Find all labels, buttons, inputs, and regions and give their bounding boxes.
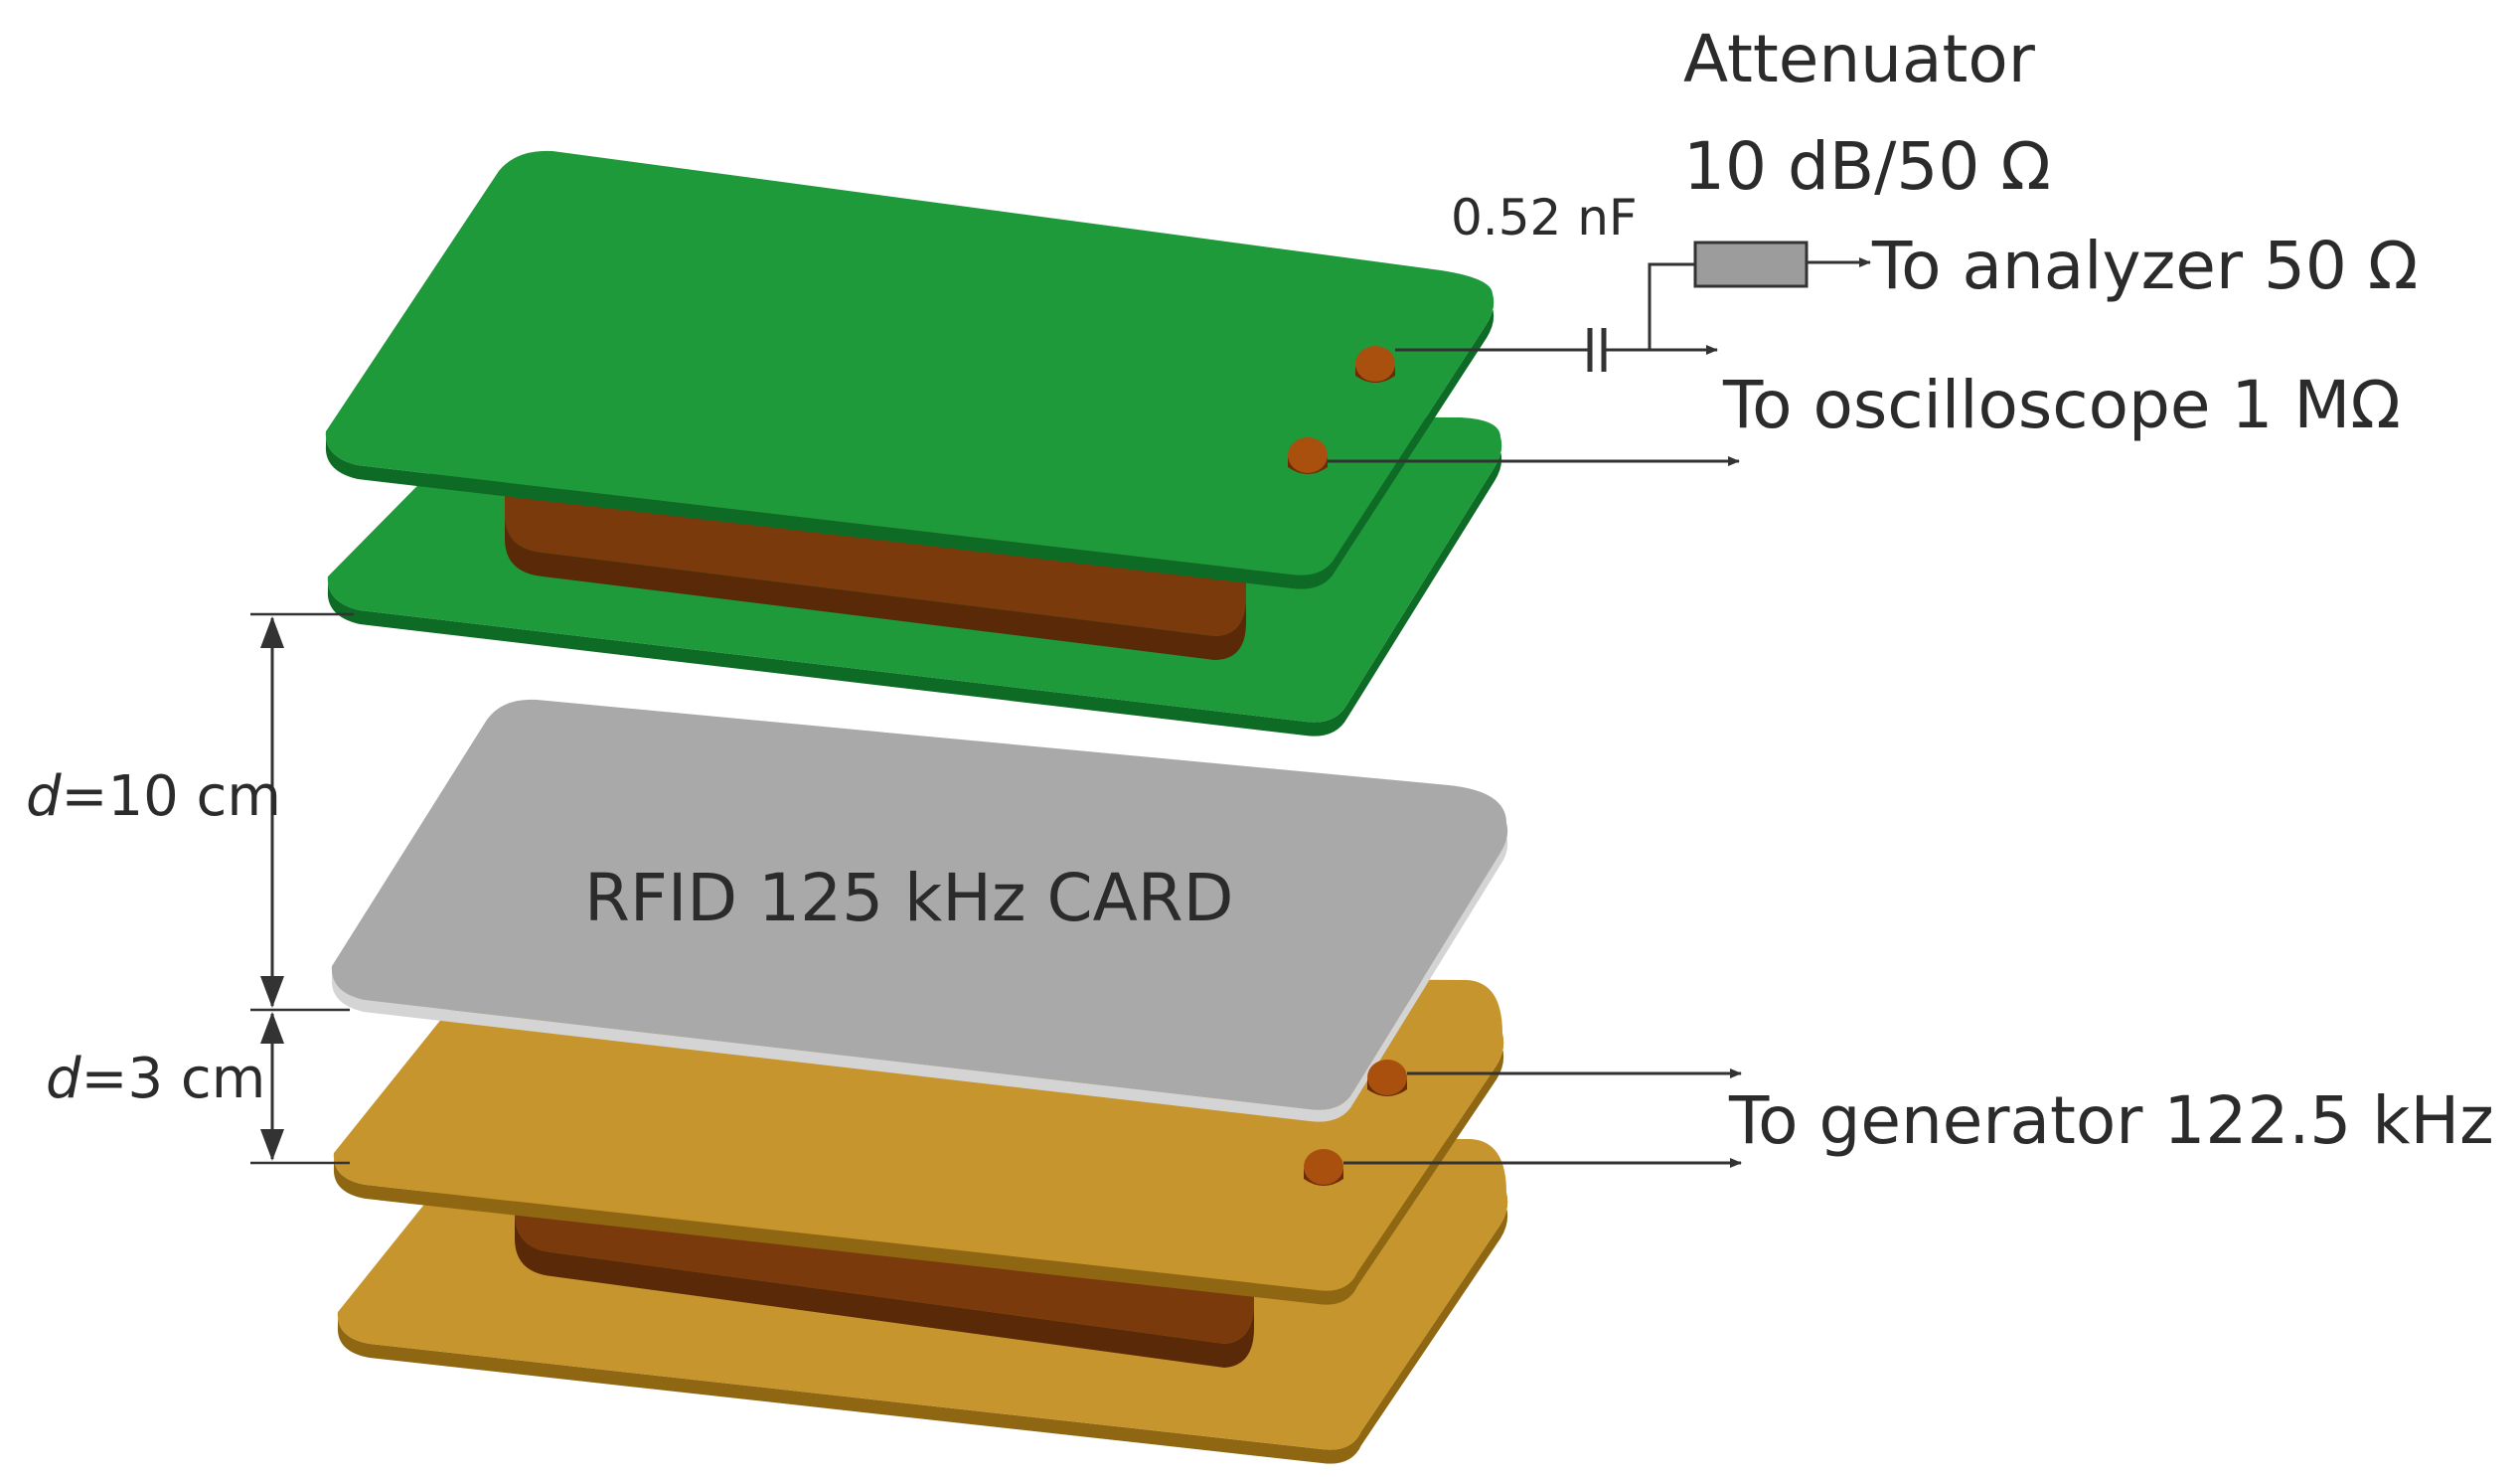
receiver-terminal-lower (1288, 437, 1328, 474)
wire-to-attenuator (1648, 262, 1695, 350)
generator-label: To generator 122.5 kHz (1728, 1082, 2494, 1159)
distance-label-lower: d=3 cm (46, 1047, 265, 1111)
attenuator-label-line2: 10 dB/50 Ω (1683, 128, 2051, 205)
attenuator-block (1693, 241, 1809, 288)
distance-label-upper: d=10 cm (26, 764, 281, 829)
receiver-coil-upper-board (325, 150, 1495, 589)
capacitor-symbol (1587, 328, 1607, 372)
rfid-card (331, 699, 1508, 1122)
analyzer-label: To analyzer 50 Ω (1871, 228, 2418, 304)
receiver-terminal-upper (1355, 346, 1395, 383)
distance-dimension-upper (250, 612, 354, 1012)
transmitter-terminal-upper (1367, 1060, 1407, 1096)
oscilloscope-label: To oscilloscope 1 MΩ (1722, 367, 2401, 443)
attenuator-label-line1: Attenuator (1683, 21, 2036, 97)
distance-dimension-lower (250, 1012, 350, 1165)
card-label: RFID 125 kHz CARD (584, 860, 1233, 936)
capacitor-label: 0.52 nF (1451, 189, 1638, 246)
transmitter-terminal-lower (1304, 1149, 1343, 1186)
